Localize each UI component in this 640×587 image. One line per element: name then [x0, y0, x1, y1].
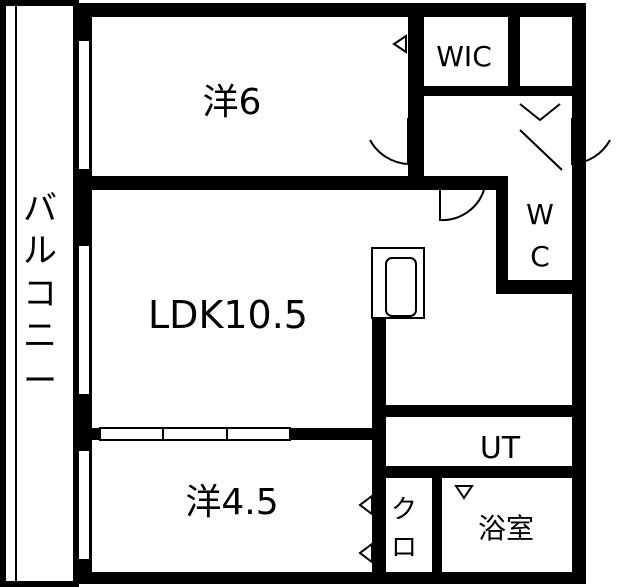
- balcony-char-2: ル: [23, 231, 57, 271]
- room-western-4-5: 洋4.5: [185, 482, 278, 523]
- room-closet-ro: ロ: [391, 533, 417, 563]
- room-utility: UT: [480, 431, 521, 466]
- interior-walls: [92, 17, 572, 584]
- closet-triangles: [358, 34, 474, 564]
- room-ldk: LDK10.5: [148, 293, 308, 337]
- room-western-6: 洋6: [203, 82, 262, 123]
- room-bath: 浴室: [478, 512, 534, 545]
- balcony-char-5: ー: [23, 361, 57, 401]
- room-closet-ku: ク: [391, 495, 417, 525]
- room-walk-in-closet: WIC: [436, 40, 492, 73]
- sliding-door: [99, 427, 291, 441]
- room-toilet-w: W: [526, 198, 554, 231]
- balcony-char-3: コ: [23, 274, 57, 314]
- outer-walls: [76, 3, 586, 584]
- room-toilet-c: C: [530, 240, 550, 273]
- balcony-char-4: ニ: [23, 316, 57, 356]
- balcony-char-1: バ: [23, 189, 57, 229]
- windows-left: [77, 39, 91, 561]
- door-swings: [369, 103, 611, 222]
- kitchen-counter: [371, 247, 425, 319]
- balcony-label: バ ル コ ニ ー: [23, 189, 57, 401]
